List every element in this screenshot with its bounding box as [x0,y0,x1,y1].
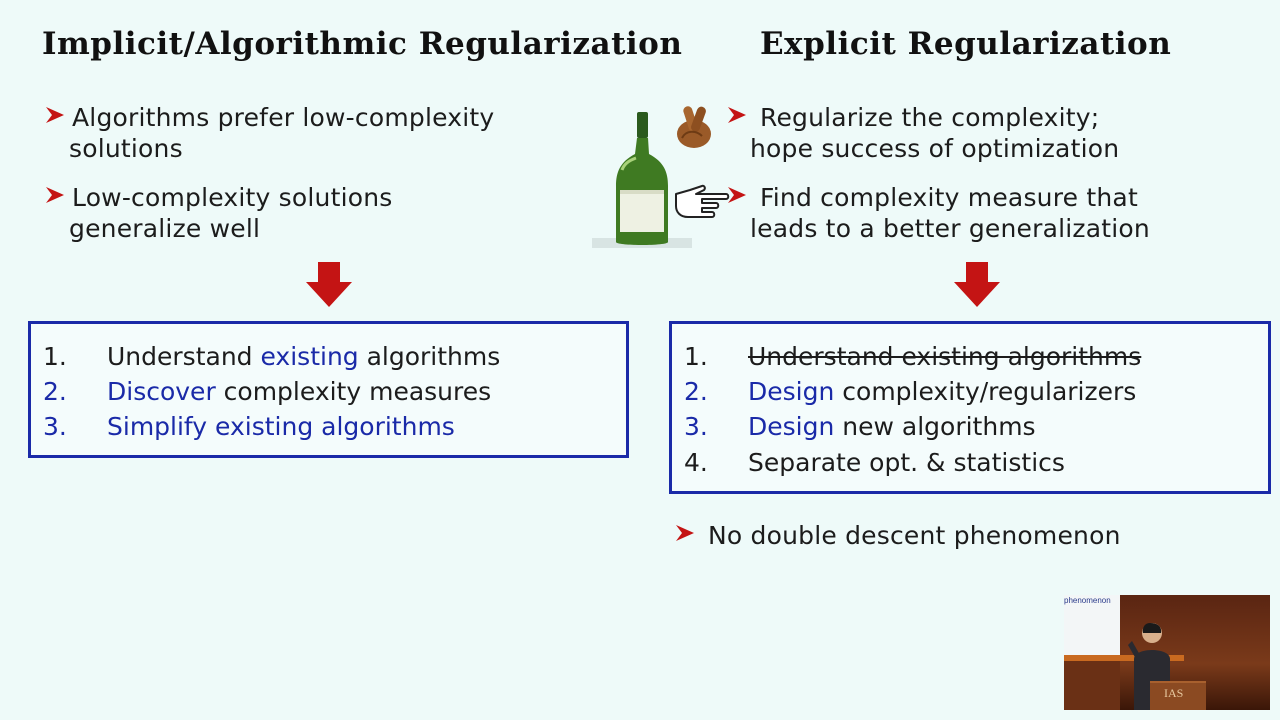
bullet-text-line: leads to a better generalization [750,214,1150,243]
right-outcome-box: 1. Understand existing algorithms 2. Des… [669,321,1271,494]
list-text: algorithms [358,342,501,371]
podium-logo-text: IAS [1164,686,1184,700]
bullet-arrow-icon [46,187,64,203]
list-number: 1. [43,342,67,371]
left-bullet-1: Algorithms prefer low-complexity solutio… [44,102,624,164]
list-text: new algorithms [834,412,1036,441]
list-text: Understand existing algorithms [748,342,1142,371]
slide-thumbnail: phenomenon [1064,595,1120,657]
fingers-crossed-icon [677,106,711,148]
slide-thumbnail-text: phenomenon [1064,596,1111,605]
list-text: Understand [107,342,261,371]
list-highlight: existing [260,342,359,371]
list-text: Separate opt. & statistics [748,448,1065,477]
left-title: Implicit/Algorithmic Regularization [42,26,683,62]
right-title: Explicit Regularization [760,26,1172,62]
bullet-arrow-icon [46,107,64,123]
list-number: 1. [684,342,708,371]
bullet-text-line: solutions [69,134,183,163]
list-highlight: Discover [107,377,216,406]
bullet-arrow-icon [676,525,694,541]
bullet-text-line: generalize well [69,214,261,243]
right-note: No double descent phenomenon [674,520,1264,551]
left-outcome-box: 1. Understand existing algorithms 2. Dis… [28,321,629,458]
note-text: No double descent phenomenon [708,521,1121,550]
bullet-text-line: Regularize the complexity; [760,103,1100,132]
left-bullet-2: Low-complexity solutions generalize well [44,182,624,244]
podium: IAS [1150,681,1206,710]
list-text: complexity measures [215,377,492,406]
bullet-arrow-icon [728,187,746,203]
list-number: 2. [43,377,67,406]
list-number: 2. [684,377,708,406]
list-highlight: Design [748,377,835,406]
bullet-text-line: Algorithms prefer low-complexity [72,103,495,132]
list-text: complexity/regularizers [834,377,1137,406]
bullet-text-line: hope success of optimization [750,134,1120,163]
speaker-video: phenomenon IAS [1064,595,1270,710]
list-number: 3. [43,412,67,441]
wine-bottle-icon [592,112,692,248]
down-arrow-icon [954,262,1000,307]
list-number: 3. [684,412,708,441]
bullet-arrow-icon [728,107,746,123]
pointing-hand-icon [675,184,730,218]
right-bullet-1: Regularize the complexity; hope success … [726,102,1266,164]
list-highlight: Design [748,412,835,441]
right-bullet-2: Find complexity measure that leads to a … [726,182,1266,244]
down-arrow-icon [306,262,352,307]
bullet-text-line: Low-complexity solutions [72,183,393,212]
list-number: 4. [684,448,708,477]
list-highlight: Simplify existing algorithms [107,412,455,441]
bullet-text-line: Find complexity measure that [760,183,1138,212]
